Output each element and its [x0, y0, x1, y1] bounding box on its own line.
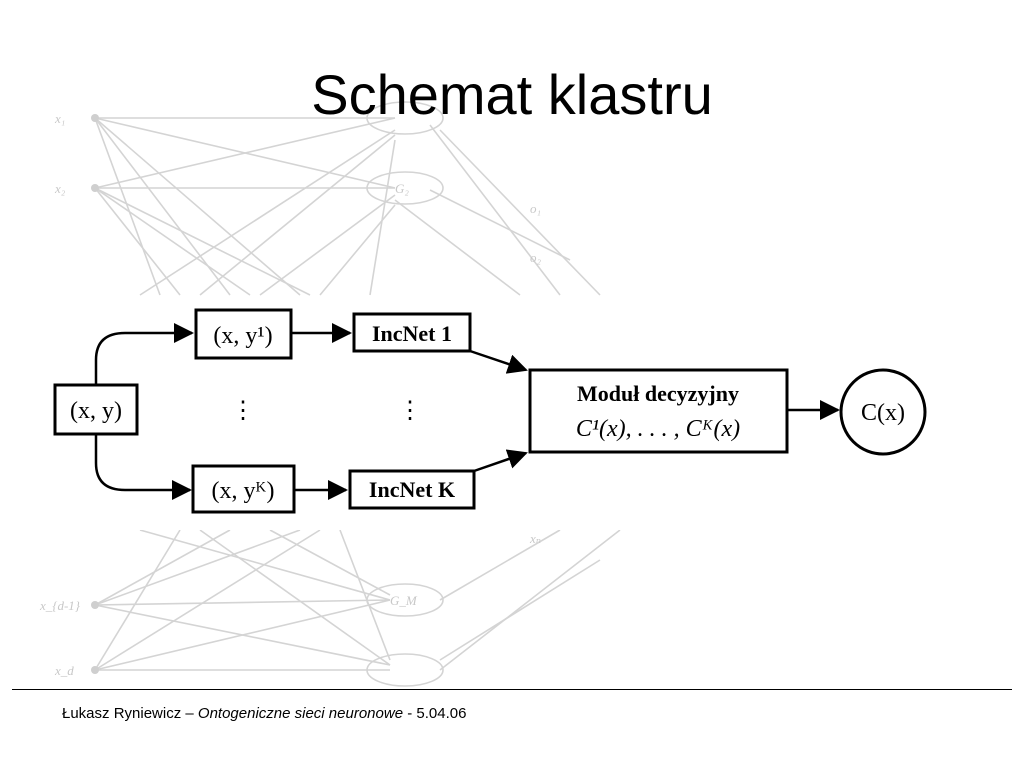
- incnet-k-label: IncNet K: [369, 477, 455, 502]
- bg-label-g2: G₂: [395, 181, 409, 196]
- footer: Łukasz Ryniewicz – Ontogeniczne sieci ne…: [62, 705, 466, 722]
- arrow-incnet-k-to-module: [473, 449, 528, 473]
- arrow-to-bottom-branch: [94, 434, 192, 500]
- bg-label-xd: x_d: [54, 663, 74, 678]
- arrow-incnet-1-to-module: [469, 349, 528, 374]
- bg-label-xd1: x_{d-1}: [39, 598, 81, 613]
- output-node-label: C(x): [861, 400, 905, 426]
- top-branch-label: (x, y¹): [213, 323, 272, 349]
- bg-label-o1: o₁: [530, 201, 541, 216]
- footer-divider: [12, 689, 1012, 690]
- bg-label-x2: x₂: [54, 181, 66, 196]
- decision-module-formula: C¹(x), . . . , Cᴷ(x): [576, 416, 740, 442]
- footer-title: Ontogeniczne sieci neuronowe: [197, 705, 404, 722]
- output-node: C(x): [839, 368, 927, 456]
- incnet-k-box: IncNet K: [348, 469, 476, 510]
- bg-label-x1: x₁: [54, 111, 65, 126]
- bottom-branch-box: (x, yᴷ): [191, 464, 296, 514]
- arrow-to-top-branch: [94, 323, 194, 385]
- incnet-1-box: IncNet 1: [352, 312, 472, 353]
- ellipsis-branches: ⋮: [231, 398, 255, 424]
- footer-author: Łukasz Ryniewicz: [62, 705, 182, 722]
- bg-label-gm: G_M: [390, 593, 418, 608]
- decision-module-title: Moduł decyzyjny: [577, 381, 739, 406]
- incnet-1-label: IncNet 1: [372, 321, 452, 346]
- ellipsis-incnets: ⋮: [398, 398, 422, 424]
- decision-module-box: Moduł decyzyjny C¹(x), . . . , Cᴷ(x): [528, 368, 789, 454]
- top-branch-box: (x, y¹): [194, 308, 293, 360]
- input-box-label: (x, y): [70, 398, 122, 424]
- slide-title: Schemat klastru: [311, 63, 713, 126]
- bg-label-o2: o₂: [530, 250, 542, 265]
- input-box: (x, y): [53, 383, 139, 436]
- bg-label-xn: xₙ: [529, 531, 541, 546]
- bottom-branch-label: (x, yᴷ): [212, 478, 275, 504]
- footer-dash: –: [181, 705, 198, 722]
- footer-date: - 5.04.06: [403, 705, 467, 722]
